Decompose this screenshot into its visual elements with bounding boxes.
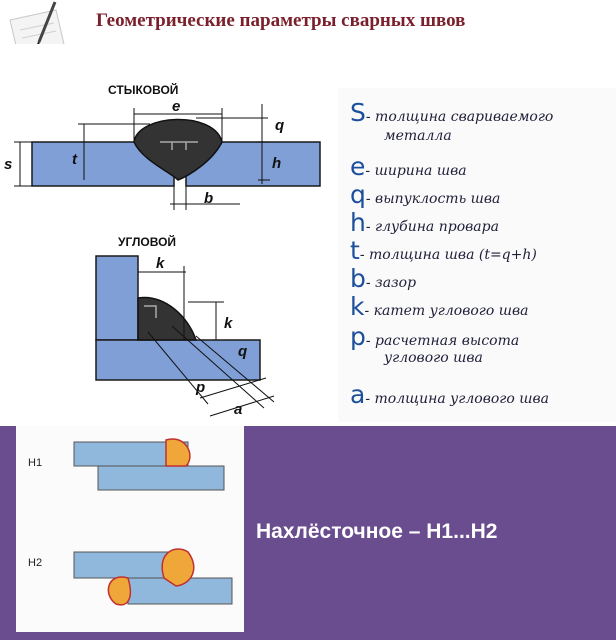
butt-weld-diagram: СТЫКОВОЙ b e q h t s bbox=[4, 82, 321, 210]
legend-symbol: k bbox=[350, 292, 365, 321]
legend-text: - ширина шва bbox=[365, 163, 467, 179]
fillet-weld-diagram: УГЛОВОЙ k k q p a bbox=[95, 234, 275, 418]
lap-weld-diagram: Н1 Н2 bbox=[28, 438, 233, 606]
legend-text: - толщина углового шва bbox=[365, 391, 550, 407]
dim-s: s bbox=[4, 156, 12, 173]
legend-symbol: b bbox=[350, 264, 366, 293]
dim-b: b bbox=[204, 190, 213, 207]
legend-item: p- расчетная высота bbox=[350, 322, 519, 351]
dim-q: q bbox=[275, 117, 284, 134]
legend-symbol: h bbox=[350, 208, 366, 237]
legend-text: углового шва bbox=[384, 350, 483, 366]
dim-e: e bbox=[172, 98, 180, 115]
legend-item: S- толщина свариваемого bbox=[350, 98, 553, 127]
legend-symbol: S bbox=[350, 98, 366, 127]
legend-text: - толщина шва (t=q+h) bbox=[359, 247, 537, 263]
legend-text: - глубина провара bbox=[365, 219, 499, 235]
legend-text: металла bbox=[384, 128, 452, 144]
horizontal-plate bbox=[95, 339, 261, 381]
legend-item: h- глубина провара bbox=[350, 208, 499, 237]
legend-item: b- зазор bbox=[350, 264, 416, 293]
h2-weld-lower bbox=[107, 576, 132, 606]
legend-text: - расчетная высота bbox=[365, 333, 520, 349]
lap-weld-caption: Нахлёсточное – Н1...Н2 bbox=[256, 520, 498, 543]
legend-item: металла bbox=[350, 128, 452, 144]
dim-a: a bbox=[234, 401, 242, 418]
legend-item: a- толщина углового шва bbox=[350, 380, 549, 409]
legend-text: - выпуклость шва bbox=[365, 191, 501, 207]
legend-item: k- катет углового шва bbox=[350, 292, 529, 321]
butt-weld-bead bbox=[133, 118, 223, 181]
legend-text: - катет углового шва bbox=[364, 303, 529, 319]
fillet-weld-label: УГЛОВОЙ bbox=[118, 234, 176, 249]
vertical-plate bbox=[95, 255, 139, 341]
legend-symbol: e bbox=[350, 152, 366, 181]
fillet-weld-bead bbox=[137, 296, 198, 341]
legend-text: - зазор bbox=[365, 275, 417, 291]
dim-k-right: k bbox=[224, 315, 233, 332]
legend-item: q- выпуклость шва bbox=[350, 180, 500, 209]
dim-p: p bbox=[195, 379, 205, 396]
dim-k-top: k bbox=[156, 255, 165, 272]
legend-item: углового шва bbox=[350, 350, 483, 366]
legend-symbol: t bbox=[350, 236, 360, 265]
dim-h: h bbox=[272, 155, 281, 172]
h1-label: Н1 bbox=[28, 457, 42, 469]
page-title: Геометрические параметры сварных швов bbox=[96, 10, 466, 31]
legend-item: e- ширина шва bbox=[350, 152, 467, 181]
dim-t: t bbox=[72, 151, 78, 168]
legend-symbol: q bbox=[350, 180, 366, 209]
h1-bottom-plate bbox=[97, 465, 225, 491]
h1-weld bbox=[165, 438, 191, 467]
h2-weld-upper bbox=[161, 548, 195, 587]
butt-weld-label: СТЫКОВОЙ bbox=[108, 82, 178, 97]
legend-item: t- толщина шва (t=q+h) bbox=[350, 236, 537, 265]
legend-symbol: p bbox=[350, 322, 366, 351]
right-plate bbox=[185, 141, 321, 187]
legend-symbol: a bbox=[350, 380, 366, 409]
dim-q-fillet: q bbox=[238, 343, 247, 360]
h2-label: Н2 bbox=[28, 557, 42, 569]
legend-text: - толщина свариваемого bbox=[365, 109, 554, 125]
